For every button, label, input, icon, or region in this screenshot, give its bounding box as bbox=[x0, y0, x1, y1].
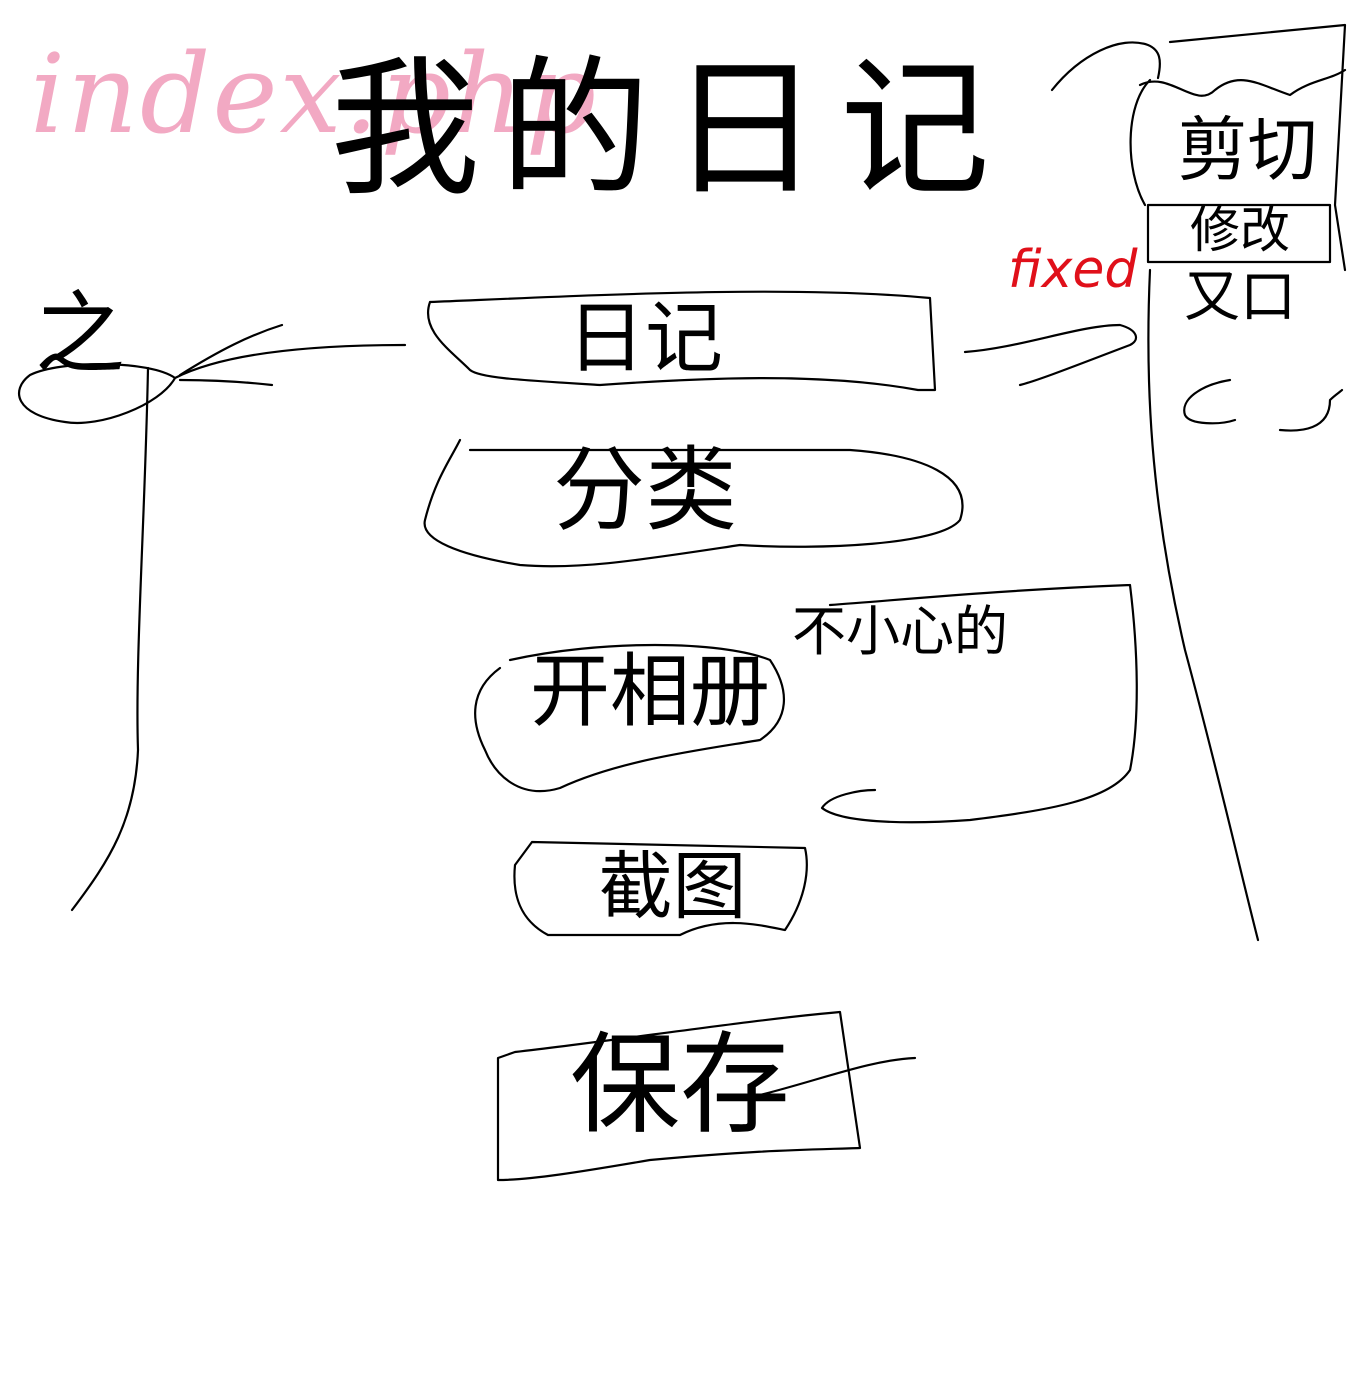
right-panel-wave bbox=[1138, 68, 1347, 97]
right-panel-extra: 又口 bbox=[1184, 265, 1296, 330]
page-title: 我的日记 bbox=[330, 43, 1011, 217]
connector-left-arrow-top bbox=[178, 323, 284, 377]
button-outline-category bbox=[423, 438, 964, 568]
button-outline-album bbox=[474, 643, 786, 793]
left-vertical-line bbox=[70, 366, 150, 912]
left-widget-label: 之 bbox=[35, 282, 125, 387]
right-panel-title: 剪切 bbox=[1177, 109, 1318, 191]
save-tail bbox=[758, 1056, 917, 1097]
screenshot-button[interactable]: 截图 bbox=[598, 844, 747, 930]
right-vertical-line bbox=[1147, 268, 1260, 942]
fixed-annotation: fixed bbox=[1008, 240, 1138, 300]
right-panel-curve bbox=[1129, 78, 1152, 207]
right-panel-outline bbox=[1168, 23, 1347, 272]
button-outline-diary bbox=[427, 290, 937, 392]
save-button[interactable]: 保存 bbox=[570, 1021, 790, 1149]
right-panel-arrow bbox=[1183, 378, 1344, 432]
connector-left bbox=[173, 343, 407, 380]
diary-button[interactable]: 日记 bbox=[566, 294, 723, 384]
connector-left-arrow-bottom bbox=[178, 378, 274, 387]
category-button[interactable]: 分类 bbox=[552, 437, 737, 544]
button-outline-screenshot bbox=[513, 840, 808, 937]
left-loop bbox=[17, 363, 177, 425]
right-panel-edit-button[interactable]: 修改 bbox=[1190, 201, 1290, 259]
filename-label: index.php bbox=[30, 30, 599, 158]
right-panel-title-box bbox=[1146, 203, 1332, 264]
connector-right bbox=[963, 323, 1138, 387]
album-side-note: 不小心的 bbox=[792, 600, 1008, 663]
connector-top-right bbox=[1050, 41, 1161, 92]
open-album-button[interactable]: 开相册 bbox=[530, 645, 770, 738]
button-outline-save bbox=[496, 1010, 862, 1182]
button-outline-album-note bbox=[820, 583, 1138, 824]
